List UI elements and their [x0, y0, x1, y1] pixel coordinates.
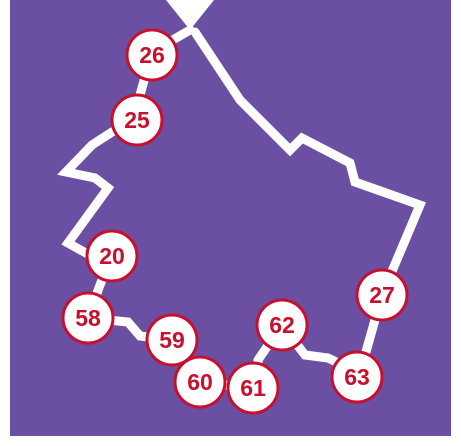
marker-label: 58 — [75, 305, 101, 331]
marker-label: 25 — [124, 107, 150, 133]
route-marker-63[interactable]: 63 — [330, 350, 384, 404]
marker-circle — [355, 268, 409, 322]
marker-label: 59 — [159, 327, 185, 353]
marker-label: 60 — [187, 369, 213, 395]
marker-label: 61 — [240, 375, 266, 401]
route-marker-20[interactable]: 20 — [85, 229, 139, 283]
route-marker-25[interactable]: 25 — [110, 93, 164, 147]
route-marker-59[interactable]: 59 — [145, 313, 199, 367]
marker-circle — [255, 298, 309, 352]
marker-label: 27 — [369, 282, 395, 308]
marker-circle — [330, 350, 384, 404]
marker-circle — [173, 355, 227, 409]
location-pin-icon[interactable] — [166, 0, 214, 30]
route-marker-62[interactable]: 62 — [255, 298, 309, 352]
marker-circle — [110, 93, 164, 147]
marker-circle — [85, 229, 139, 283]
marker-label: 62 — [269, 312, 295, 338]
route-marker-60[interactable]: 60 — [173, 355, 227, 409]
route-marker-58[interactable]: 58 — [61, 291, 115, 345]
marker-circle — [61, 291, 115, 345]
marker-circle — [226, 361, 280, 415]
marker-circle — [125, 28, 179, 82]
marker-label: 20 — [99, 243, 125, 269]
route-marker-27[interactable]: 27 — [355, 268, 409, 322]
marker-label: 26 — [139, 42, 165, 68]
marker-label: 63 — [344, 364, 370, 390]
marker-circle — [145, 313, 199, 367]
map-background — [10, 0, 451, 436]
route-marker-61[interactable]: 61 — [226, 361, 280, 415]
route-marker-26[interactable]: 26 — [125, 28, 179, 82]
